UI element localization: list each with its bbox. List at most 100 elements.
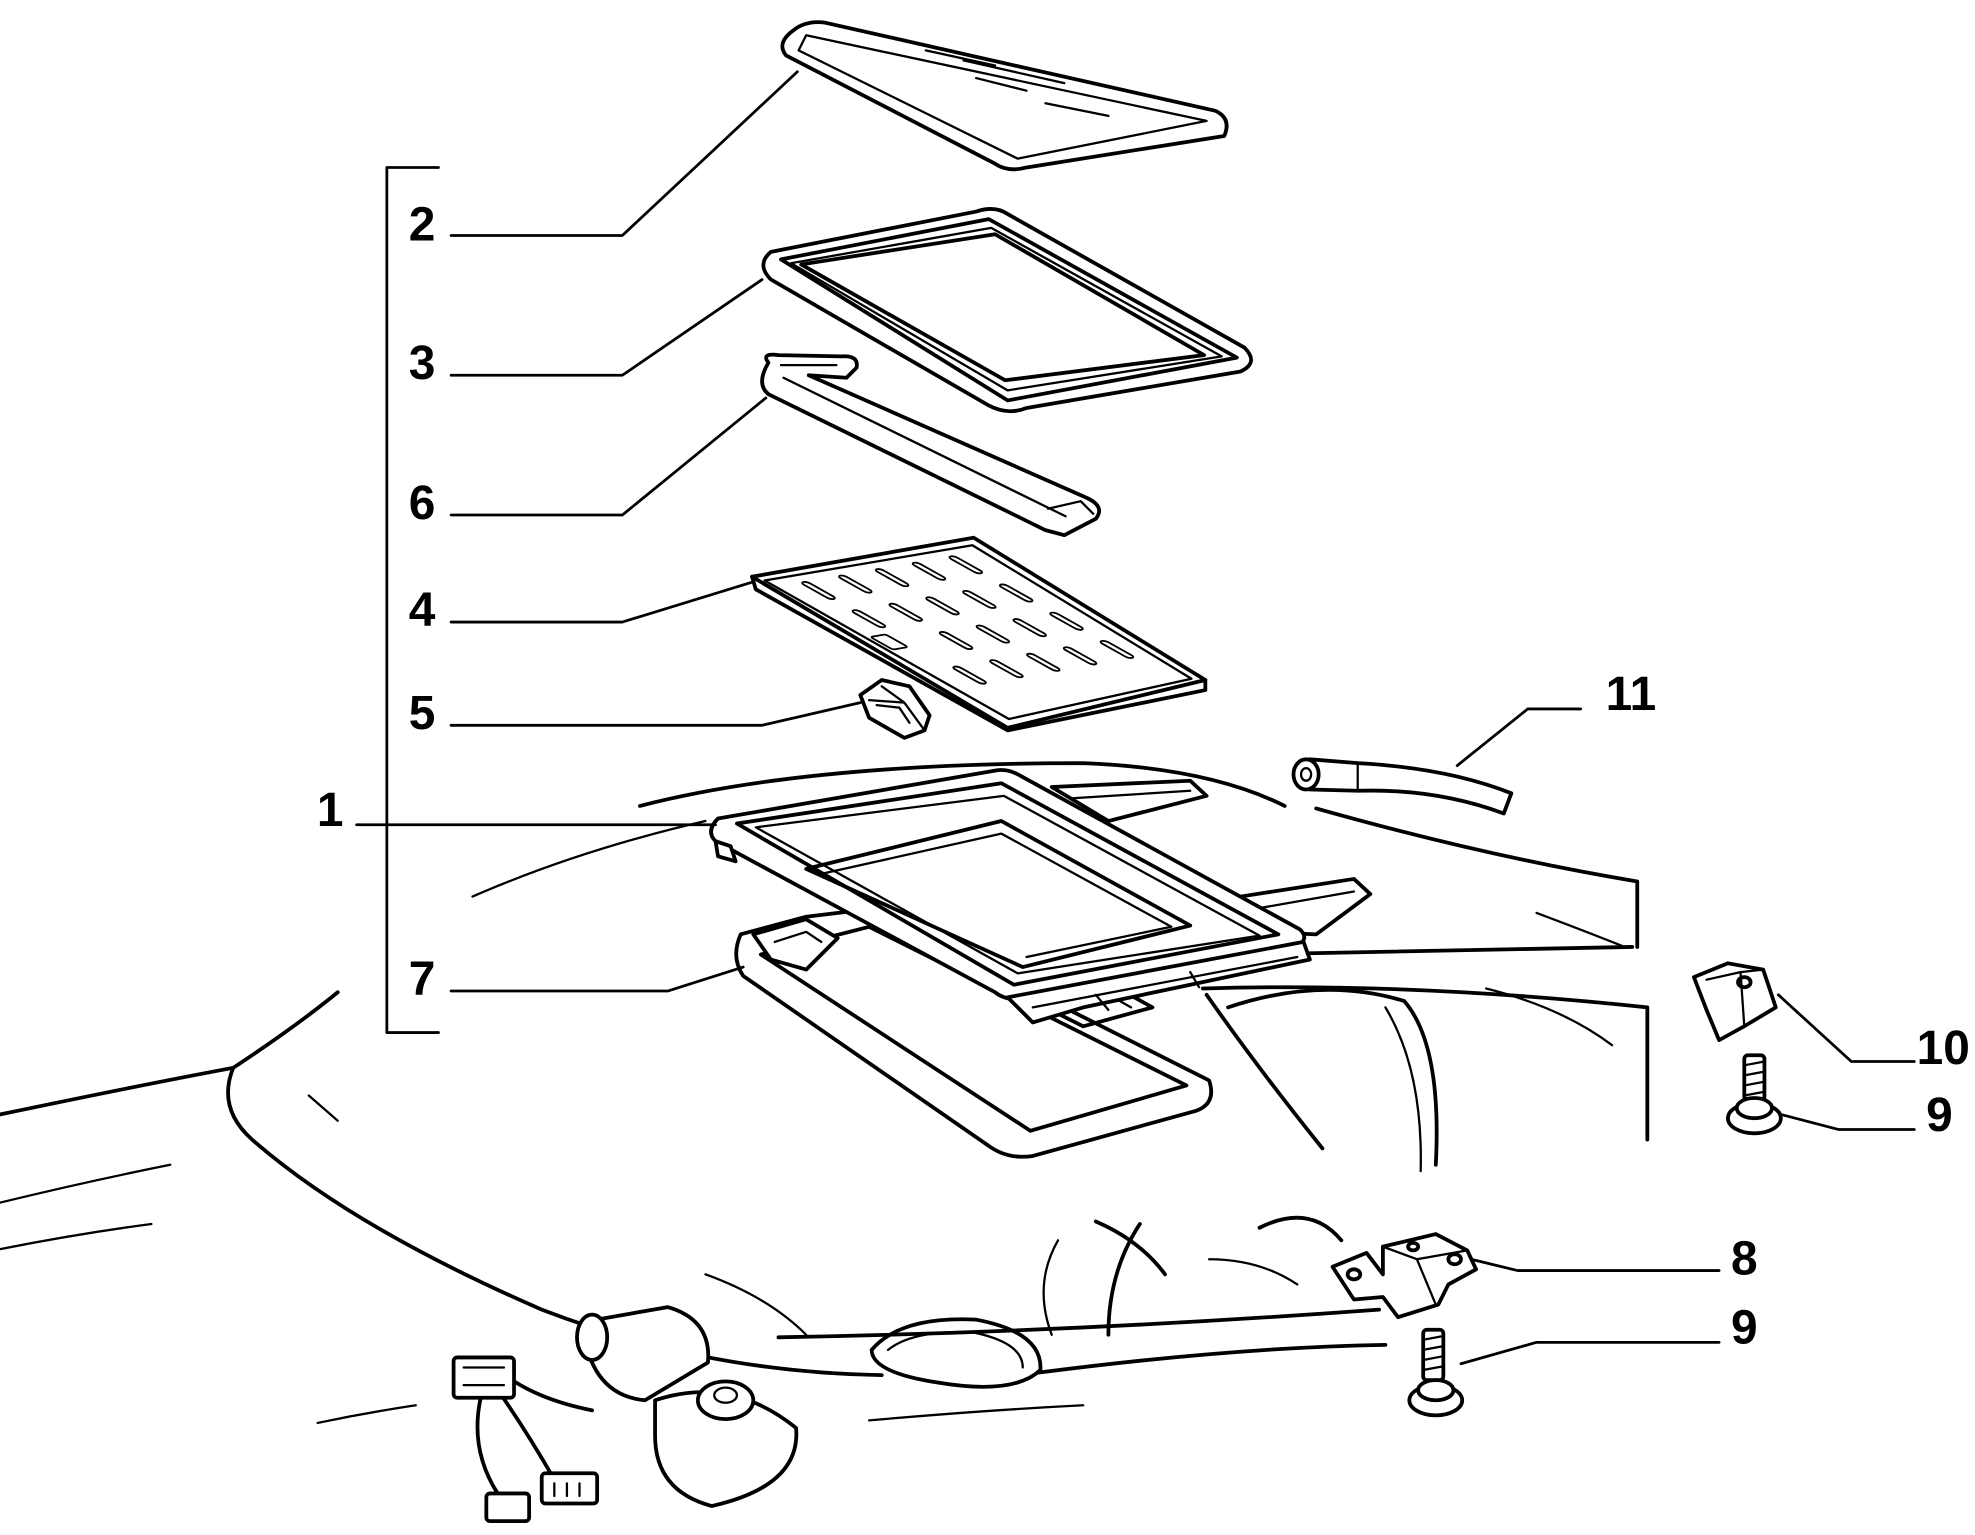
deflector-end-tab — [1046, 500, 1095, 515]
bracket-hole — [1446, 1252, 1463, 1267]
sunshade-slot — [887, 603, 924, 621]
sunroof-motor-assembly — [451, 1305, 799, 1524]
frame-side-bracket — [713, 839, 738, 864]
glass-outline — [780, 20, 1229, 172]
body-line — [1257, 1215, 1344, 1243]
screw-head — [1734, 1096, 1774, 1121]
body-line — [307, 1094, 339, 1122]
body-line — [1106, 1222, 1142, 1337]
body-line — [1485, 987, 1614, 1047]
frame-crossbar — [1005, 940, 1312, 1025]
seal-opening — [799, 232, 1206, 383]
sunshade-slot — [924, 597, 961, 615]
callout-4: 4 — [409, 584, 436, 637]
part-11-cable — [1291, 757, 1514, 816]
body-line — [0, 1222, 153, 1251]
body-line — [1307, 945, 1635, 956]
leader-line-11 — [1455, 707, 1582, 767]
sunshade-slot — [951, 666, 988, 684]
body-bowl-inner — [886, 1330, 1024, 1369]
motor-output-boss — [695, 1379, 756, 1422]
screw-thread-lines — [1743, 1060, 1766, 1097]
motor-wire — [508, 1376, 594, 1413]
frame-rail-detail — [1069, 789, 1356, 911]
motor-plug — [539, 1471, 600, 1506]
callout-8: 8 — [1731, 1232, 1758, 1285]
sunshade-inner-edge — [763, 544, 1193, 721]
sunshade-slot — [938, 631, 975, 649]
motor-connector — [451, 1355, 516, 1400]
frame-rail-top — [1049, 778, 1209, 823]
seal-ring — [789, 226, 1223, 392]
frame-ring — [735, 781, 1281, 987]
motor-plug — [484, 1491, 532, 1524]
part-4-sunshade-panel — [750, 535, 1208, 733]
sunshade-slot — [911, 562, 948, 580]
frame-opening — [804, 819, 1193, 969]
lower-frame-outer — [734, 907, 1214, 1159]
body-line — [1093, 1219, 1167, 1277]
body-line — [0, 990, 340, 1117]
sunshade-slot — [947, 556, 984, 574]
leader-line-5 — [449, 701, 862, 727]
leader-lines — [355, 70, 1916, 1366]
car-body-outline — [0, 761, 1650, 1425]
leader-line-6 — [449, 396, 768, 517]
sunshade-slot — [800, 581, 837, 599]
part-5-clip — [858, 678, 932, 740]
sunshade-slot — [1048, 612, 1085, 630]
body-line — [1535, 911, 1626, 949]
bracket-body — [1330, 1232, 1478, 1320]
bracket-hole — [1406, 1240, 1421, 1253]
callout-1: 1 — [317, 784, 344, 837]
motor-output-shaft — [713, 1386, 739, 1404]
block-body — [1692, 961, 1778, 1043]
frame-opening-inner — [820, 832, 1173, 959]
body-bowl — [869, 1317, 1043, 1389]
cable-end-hole — [1299, 766, 1313, 782]
body-line — [1384, 1006, 1422, 1173]
bracket-hole — [1345, 1267, 1363, 1282]
part-3-seal-frame — [761, 207, 1253, 414]
lower-frame-bracket — [751, 917, 840, 972]
body-line — [1042, 1239, 1060, 1336]
roof-line — [638, 761, 1287, 808]
screw-head — [1416, 1378, 1456, 1403]
body-line — [704, 1273, 808, 1336]
callout-5: 5 — [409, 687, 436, 740]
sunshade-slot — [998, 584, 1035, 602]
block-edge — [1705, 968, 1765, 1028]
motor-end-cap — [575, 1312, 610, 1362]
sunshade-slot — [1011, 619, 1048, 637]
callout-6: 6 — [409, 477, 436, 530]
callout-3: 3 — [409, 337, 436, 390]
assembly-bracket — [385, 166, 440, 1034]
part-6-wind-deflector — [760, 352, 1101, 538]
part-1-main-frame — [709, 768, 1373, 1025]
part-9-screw-lower — [1407, 1327, 1465, 1418]
callout-7: 7 — [409, 953, 436, 1006]
body-line — [1037, 1342, 1388, 1375]
part-9-screw-upper — [1726, 1053, 1783, 1136]
body-line — [776, 1307, 1382, 1340]
body-line — [1207, 1258, 1299, 1286]
glass-inner-edge — [797, 34, 1208, 160]
part-8-bracket — [1330, 1232, 1478, 1320]
body-line — [0, 1163, 172, 1204]
leader-line-4 — [449, 580, 755, 624]
callout-9-upper: 9 — [1926, 1089, 1953, 1142]
glass-reflection — [924, 49, 1110, 117]
sunshade-slot — [851, 610, 888, 628]
callout-10: 10 — [1917, 1022, 1970, 1075]
motor-connector-detail — [462, 1366, 506, 1387]
callout-11: 11 — [1606, 668, 1657, 721]
cable-body — [1307, 757, 1514, 816]
sunshade-slot — [961, 590, 998, 608]
body-line — [316, 1404, 417, 1425]
sunshade-handle-recess — [870, 634, 908, 649]
sunshade-slot — [988, 660, 1025, 678]
sunshade-slots — [780, 556, 1136, 688]
motor-wire — [475, 1393, 500, 1496]
leader-line-9-lower — [1459, 1340, 1721, 1366]
